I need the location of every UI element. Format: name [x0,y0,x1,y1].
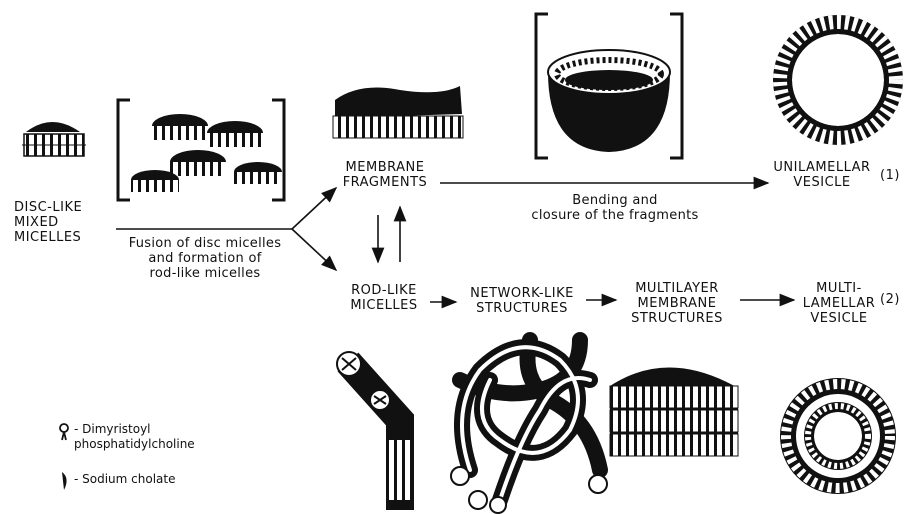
unilamellar-label: UNILAMELLAR VESICLE [762,160,882,190]
multilamellar-label: MULTI- LAMELLAR VESICLE [796,281,882,326]
multilayer-label: MULTILAYER MEMBRANE STRUCTURES [614,281,740,326]
unilamellar-number: (1) [880,168,910,183]
fused-discs-icon [131,114,282,192]
legend-dmpc: - Dimyristoyl phosphatidylcholine [74,422,274,452]
bending-caption: Bending and closure of the fragments [470,193,760,223]
network-label: NETWORK-LIKE STRUCTURES [458,286,586,316]
disc-micelles-label: DISC-LIKE MIXED MICELLES [14,200,114,245]
membrane-fragments-label: MEMBRANE FRAGMENTS [330,160,440,190]
unilamellar-vesicle-icon [773,15,903,145]
dmpc-symbol-icon [60,424,68,440]
multilayer-membrane-icon [610,367,738,456]
network-icon [460,340,600,500]
disc-micelle-icon [22,122,86,156]
legend-cholate: - Sodium cholate [74,472,274,487]
fusion-caption: Fusion of disc micelles and formation of… [112,236,298,281]
multilamellar-vesicle-icon [780,378,896,494]
membrane-fragment-icon [333,86,463,138]
rod-micelles-label: ROD-LIKE MICELLES [334,283,434,313]
rod-micelle-icon [337,352,413,510]
cholate-symbol-icon [62,472,67,490]
multilamellar-number: (2) [880,292,910,307]
bending-fragment-icon [536,14,682,158]
